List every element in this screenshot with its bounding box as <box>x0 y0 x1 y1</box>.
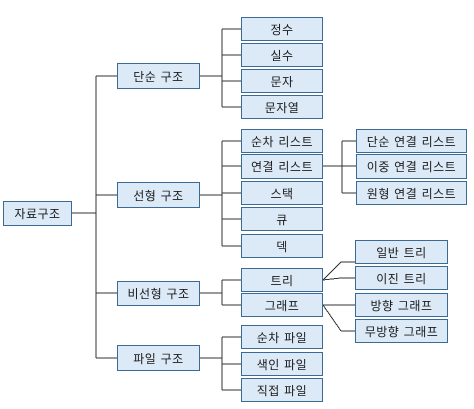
node-linked-list: 연결 리스트 <box>241 154 323 179</box>
node-integer: 정수 <box>241 17 323 41</box>
node-real-number: 실수 <box>241 43 323 67</box>
node-stack: 스택 <box>241 181 323 205</box>
node-doubly-linked-list: 이중 연결 리스트 <box>356 154 467 179</box>
node-linear-structure: 선형 구조 <box>117 182 200 208</box>
node-indexed-file: 색인 파일 <box>241 352 323 376</box>
node-file-structure: 파일 구조 <box>117 345 200 371</box>
node-singly-linked-list: 단순 연결 리스트 <box>356 129 467 153</box>
node-graph: 그래프 <box>241 293 323 317</box>
node-simple-structure: 단순 구조 <box>117 63 200 89</box>
node-undirected-graph: 무방향 그래프 <box>355 319 448 343</box>
node-direct-file: 직접 파일 <box>241 378 323 402</box>
node-nonlinear-structure: 비선형 구조 <box>117 281 200 306</box>
node-binary-tree: 이진 트리 <box>355 266 448 290</box>
node-root: 자료구조 <box>3 201 72 226</box>
node-sequential-file: 순차 파일 <box>241 325 323 349</box>
node-directed-graph: 방향 그래프 <box>355 293 448 317</box>
node-circular-linked-list: 원형 연결 리스트 <box>356 181 467 205</box>
node-sequential-list: 순차 리스트 <box>241 129 323 153</box>
node-character: 문자 <box>241 69 323 93</box>
node-deque: 덱 <box>241 234 323 258</box>
node-queue: 큐 <box>241 207 323 231</box>
node-string: 문자열 <box>241 95 323 119</box>
node-tree: 트리 <box>241 268 323 292</box>
node-general-tree: 일반 트리 <box>355 240 448 264</box>
